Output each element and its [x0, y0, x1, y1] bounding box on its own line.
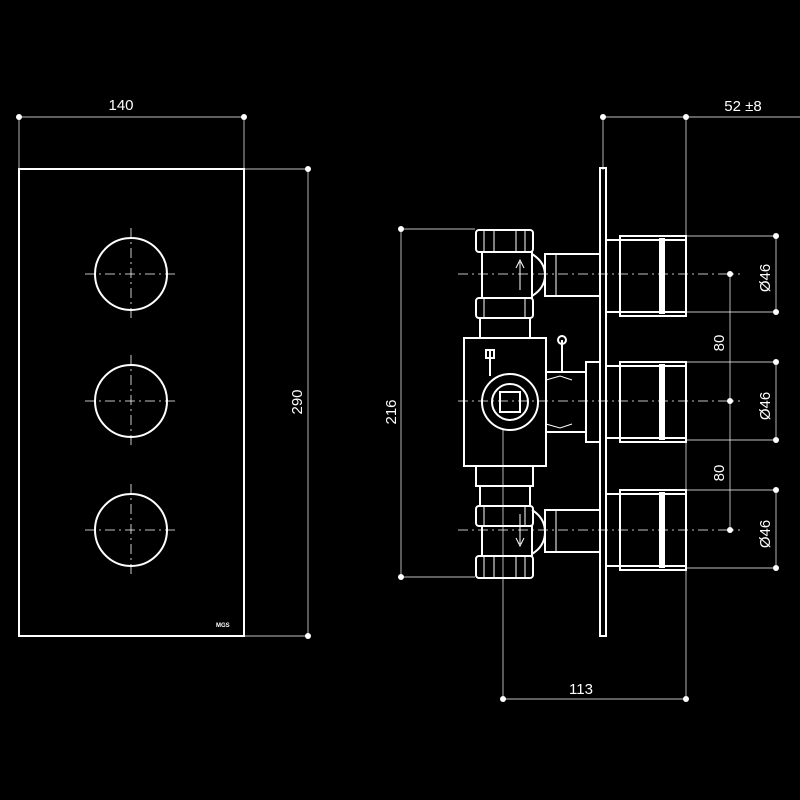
diameter-label-middle: Ø46	[757, 392, 774, 420]
side-height-label: 216	[383, 399, 400, 424]
bottom-flow-arrow-icon	[515, 514, 525, 548]
side-view: 52 ±8 216 113	[383, 98, 800, 702]
diameter-dimension-bottom: Ø46	[686, 487, 779, 571]
side-depth-label: 113	[569, 681, 593, 698]
diameter-label-bottom: Ø46	[757, 520, 774, 548]
faceplate	[18, 168, 245, 637]
logo-mark: MGS	[216, 623, 230, 629]
front-view: 140 290 MGS	[16, 97, 311, 639]
side-height-dimension: 216	[383, 226, 475, 580]
diameter-label-top: Ø46	[757, 264, 774, 292]
side-depth-dimension: 113	[500, 430, 689, 702]
side-top-label: 52 ±8	[724, 98, 761, 115]
front-height-label: 290	[289, 389, 306, 414]
side-handle-top	[605, 235, 687, 317]
front-knob-top	[85, 228, 177, 320]
top-flow-arrow-icon	[515, 258, 525, 290]
front-width-dimension: 140	[16, 97, 247, 168]
front-height-dimension: 290	[244, 166, 311, 639]
bottom-valve-body	[475, 485, 601, 579]
spacing-label-lower: 80	[711, 465, 728, 482]
front-knob-middle	[85, 355, 177, 447]
diameter-dimension-middle: Ø46	[686, 359, 779, 443]
front-knob-bottom	[85, 484, 177, 576]
diameter-dimension-top: Ø46	[686, 233, 779, 315]
front-width-label: 140	[108, 97, 133, 114]
spacing-label-upper: 80	[711, 335, 728, 352]
spacing-dimension: 80 80	[711, 271, 733, 533]
side-handle-middle	[605, 361, 687, 443]
side-top-dimension: 52 ±8	[600, 98, 800, 235]
